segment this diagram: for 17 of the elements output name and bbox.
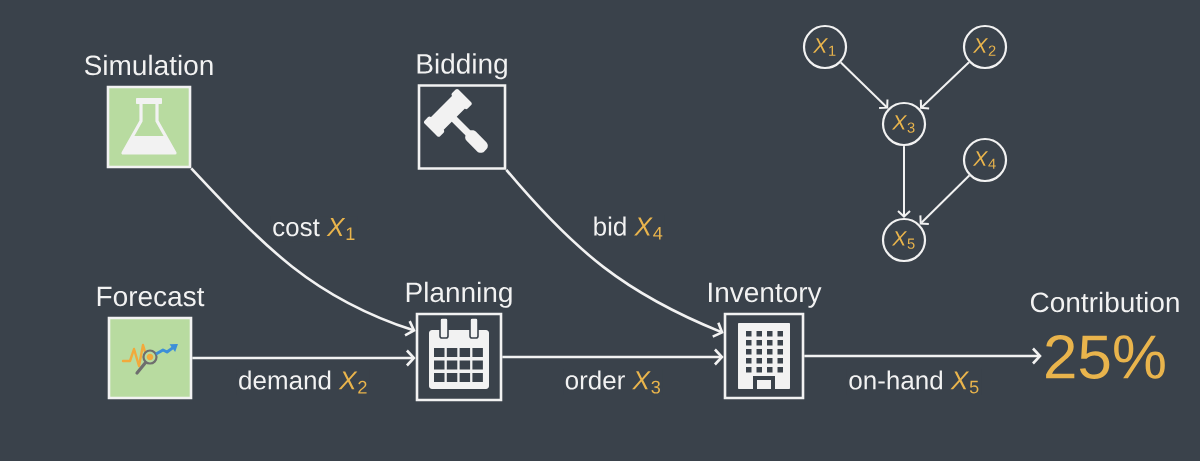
- arrow: [505, 168, 724, 338]
- arrow: [192, 349, 416, 367]
- process-box: Forecast: [97, 286, 205, 400]
- edge-label: demand X$_{2}$: [236, 369, 370, 395]
- arrow: [804, 347, 1042, 365]
- heading-text: Contribution: [1030, 291, 1179, 313]
- arrow: [919, 61, 970, 110]
- arrow: [502, 348, 724, 366]
- arrow: [919, 174, 971, 225]
- edge-label: bid X$_{4}$: [591, 215, 665, 241]
- percent-value: 25%: [1046, 335, 1165, 379]
- arrow: [190, 167, 416, 337]
- edge-label: order X$_{3}$: [563, 368, 663, 396]
- arrow: [839, 61, 889, 110]
- edge-label: on-hand X$_{5}$: [846, 369, 982, 395]
- edge-label: cost X$_{1}$: [270, 216, 358, 242]
- arrow: [897, 145, 911, 218]
